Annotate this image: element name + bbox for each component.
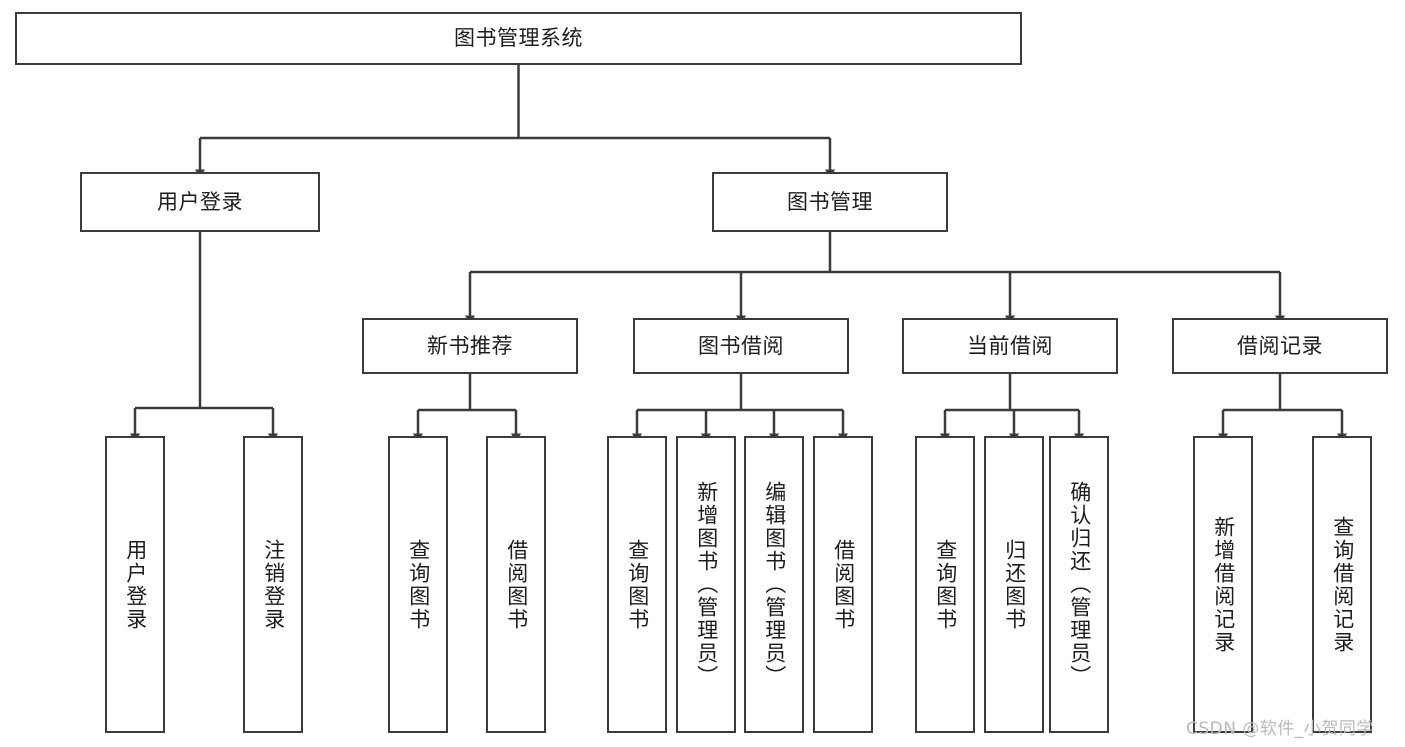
node-book-borrow[interactable]: 图书借阅 [633,318,849,374]
node-label: 图书管理 [787,189,873,214]
node-leaf-cb-query[interactable]: 查询图书 [915,436,975,733]
node-leaf-user-logout[interactable]: 注销登录 [243,436,303,733]
node-label: 新书推荐 [427,333,513,358]
node-leaf-br-query[interactable]: 查询借阅记录 [1312,436,1372,733]
node-leaf-cb-return[interactable]: 归还图书 [984,436,1044,733]
node-label: 图书借阅 [698,333,784,358]
node-label: 查询图书 [406,538,431,631]
node-borrow-record[interactable]: 借阅记录 [1172,318,1388,374]
node-leaf-bb-edit[interactable]: 编辑图书（管理员） [744,436,804,733]
node-root[interactable]: 图书管理系统 [15,12,1022,65]
node-label: 查询借阅记录 [1330,515,1355,654]
node-label: 编辑图书（管理员） [762,481,787,688]
node-label: 借阅记录 [1237,333,1323,358]
node-new-book-rec[interactable]: 新书推荐 [362,318,578,374]
node-leaf-bb-borrow[interactable]: 借阅图书 [813,436,873,733]
node-label: 归还图书 [1002,538,1027,631]
node-leaf-bb-query[interactable]: 查询图书 [607,436,667,733]
node-label: 确认归还（管理员） [1067,481,1092,688]
node-leaf-user-login[interactable]: 用户登录 [105,436,165,733]
node-label: 借阅图书 [831,538,856,631]
node-leaf-bb-add[interactable]: 新增图书（管理员） [676,436,736,733]
node-label: 新增图书（管理员） [694,481,719,688]
node-label: 新增借阅记录 [1211,515,1236,654]
node-current-borrow[interactable]: 当前借阅 [902,318,1118,374]
node-label: 查询图书 [933,538,958,631]
node-user-login[interactable]: 用户登录 [80,172,320,232]
node-book-manage[interactable]: 图书管理 [712,172,948,232]
node-label: 查询图书 [625,538,650,631]
node-leaf-br-add[interactable]: 新增借阅记录 [1193,436,1253,733]
node-label: 用户登录 [123,538,148,631]
node-label: 借阅图书 [504,538,529,631]
node-label: 用户登录 [157,189,243,214]
node-leaf-rec-borrow[interactable]: 借阅图书 [486,436,546,733]
node-label: 当前借阅 [967,333,1053,358]
node-leaf-cb-confirm[interactable]: 确认归还（管理员） [1049,436,1109,733]
watermark-text: CSDN @软件_小贺同学 [1186,719,1374,739]
node-leaf-rec-query[interactable]: 查询图书 [388,436,448,733]
node-label: 注销登录 [261,538,286,631]
node-label: 图书管理系统 [454,26,583,51]
